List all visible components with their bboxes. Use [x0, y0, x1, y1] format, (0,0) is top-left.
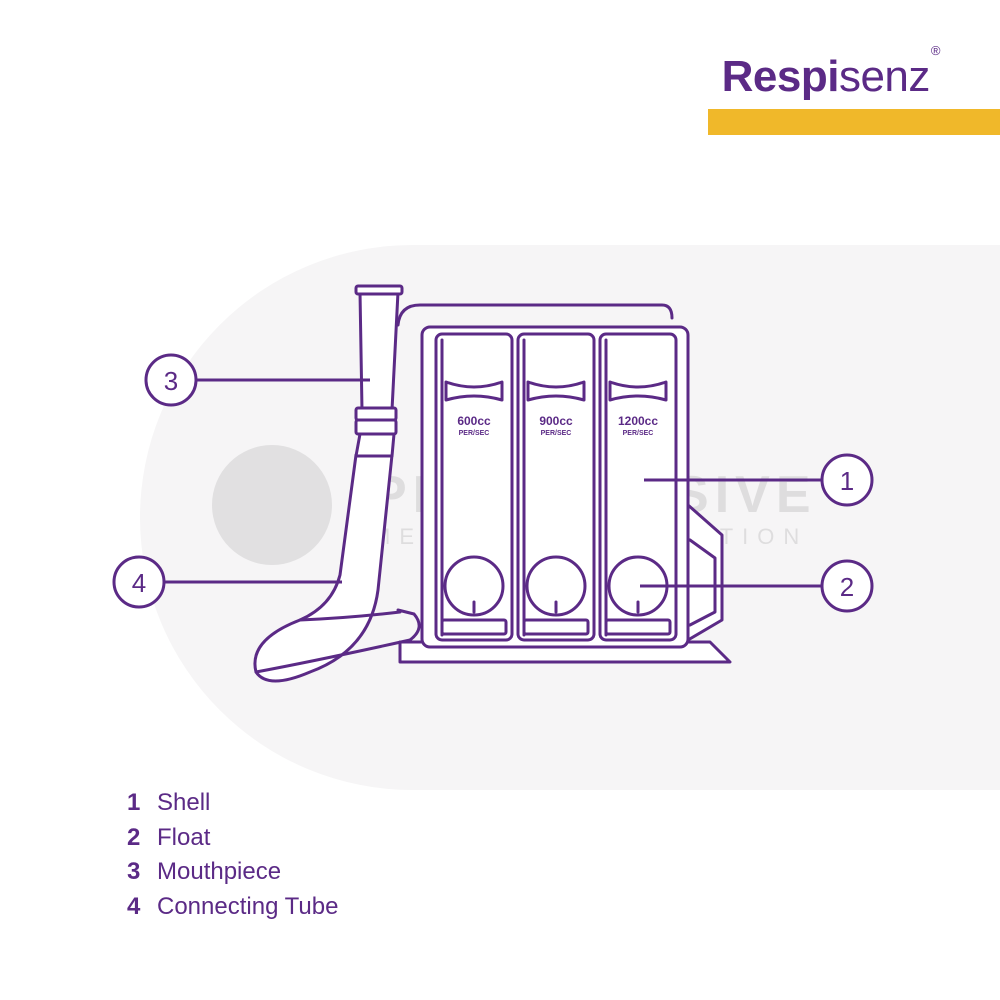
chamber-2-rate: 900cc [539, 414, 573, 428]
target-marker-1 [444, 380, 504, 402]
watermark-logo-icon [212, 445, 332, 565]
callout-2-circle [820, 559, 874, 613]
mouthpiece [358, 290, 400, 412]
target-marker-3 [608, 380, 668, 402]
chamber-1-rate: 600cc [457, 414, 491, 428]
callout-1-circle [820, 453, 874, 507]
callout-3-number: 3 [164, 366, 178, 396]
target-marker-2 [526, 380, 586, 402]
callout-4-circle [112, 555, 166, 609]
chamber-2-unit: PER/SEC [541, 430, 572, 437]
callout-1-number: 1 [840, 466, 854, 496]
back-shell [396, 303, 674, 327]
chamber-3-unit: PER/SEC [623, 430, 654, 437]
float-2 [525, 555, 587, 617]
brand-logo: Respisenz® [721, 43, 941, 101]
chamber-1-unit: PER/SEC [459, 430, 490, 437]
float-1 [443, 555, 505, 617]
brand-accent-bar [708, 109, 1000, 135]
chamber-3-rate: 1200cc [618, 414, 658, 428]
callout-3-circle [144, 353, 198, 407]
callout-2-number: 2 [840, 572, 854, 602]
callout-4-number: 4 [132, 568, 146, 598]
